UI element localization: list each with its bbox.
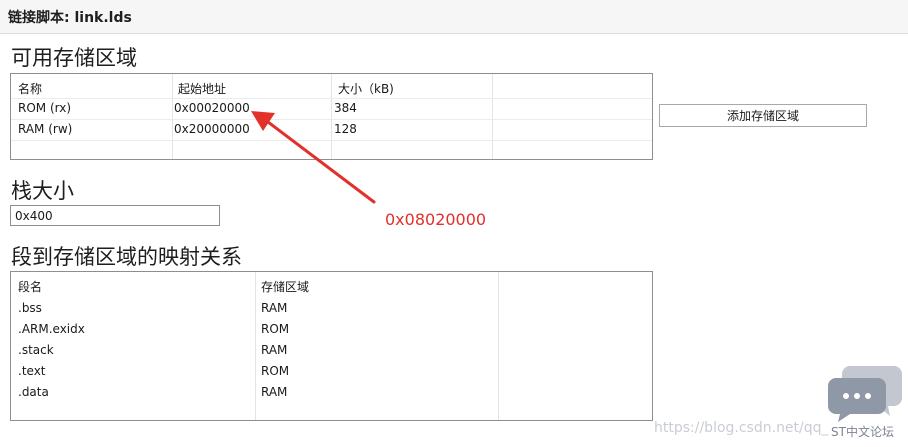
chat-bubbles-icon xyxy=(828,366,902,422)
mapping-row-segment[interactable]: .stack xyxy=(18,343,54,357)
stack-section-heading: 栈大小 xyxy=(11,179,74,203)
mapping-row-region[interactable]: ROM xyxy=(261,364,290,378)
memory-section-heading: 可用存储区域 xyxy=(11,46,137,70)
memory-row-start[interactable]: 0x00020000 xyxy=(174,101,250,115)
column-header-start[interactable]: 起始地址 xyxy=(178,82,227,96)
mapping-row-region[interactable]: RAM xyxy=(261,343,288,357)
column-divider xyxy=(331,74,332,159)
column-header-segment[interactable]: 段名 xyxy=(18,280,43,294)
row-divider xyxy=(11,119,652,120)
window-title: 链接脚本: link.lds xyxy=(8,10,132,26)
column-header-size[interactable]: 大小（kB) xyxy=(338,82,394,96)
mapping-row-segment[interactable]: .bss xyxy=(18,301,42,315)
column-header-region[interactable]: 存储区域 xyxy=(261,280,310,294)
column-header-name[interactable]: 名称 xyxy=(18,82,43,96)
column-divider xyxy=(492,74,493,159)
annotation-text: 0x08020000 xyxy=(385,210,487,229)
column-divider xyxy=(172,74,173,159)
column-divider xyxy=(498,272,499,420)
mapping-row-region[interactable]: RAM xyxy=(261,301,288,315)
title-bar xyxy=(0,0,908,34)
stack-size-input[interactable] xyxy=(10,205,220,226)
mapping-table: 段名 存储区域 .bss RAM .ARM.exidx ROM .stack R… xyxy=(10,271,653,421)
mapping-row-region[interactable]: RAM xyxy=(261,385,288,399)
mapping-row-segment[interactable]: .text xyxy=(18,364,46,378)
mapping-section-heading: 段到存储区域的映射关系 xyxy=(11,245,242,269)
mapping-row-region[interactable]: ROM xyxy=(261,322,290,336)
column-divider xyxy=(255,272,256,420)
memory-row-size[interactable]: 384 xyxy=(334,101,357,115)
memory-row-start[interactable]: 0x20000000 xyxy=(174,122,250,136)
add-memory-region-button[interactable]: 添加存储区域 xyxy=(659,104,867,127)
watermark-brand: ST中文论坛 xyxy=(831,425,894,439)
mapping-row-segment[interactable]: .ARM.exidx xyxy=(18,322,85,336)
memory-row-name[interactable]: RAM (rw) xyxy=(18,122,73,136)
memory-row-size[interactable]: 128 xyxy=(334,122,357,136)
row-divider xyxy=(11,98,652,99)
mapping-row-segment[interactable]: .data xyxy=(18,385,49,399)
watermark-url: https://blog.csdn.net/qq_ xyxy=(654,420,829,436)
memory-row-name[interactable]: ROM (rx) xyxy=(18,101,72,115)
memory-table: 名称 起始地址 大小（kB) ROM (rx) 0x00020000 384 R… xyxy=(10,73,653,160)
row-divider xyxy=(11,140,652,141)
